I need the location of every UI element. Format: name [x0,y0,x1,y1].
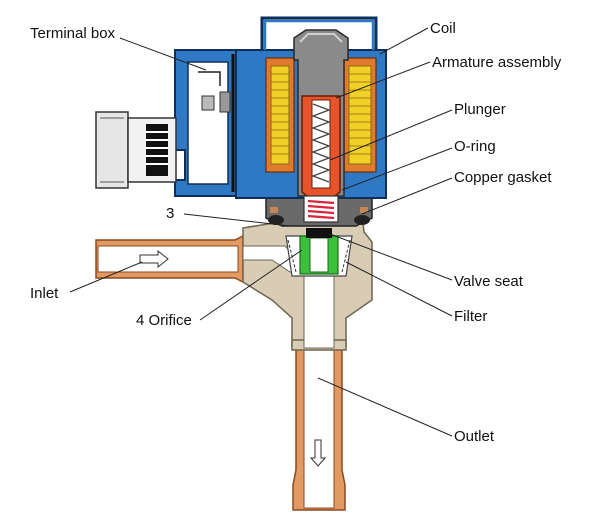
leader-filter [345,261,453,317]
label-part-3: 3 [166,205,175,222]
lower-spring [303,195,339,223]
filter-assembly [285,228,353,277]
label-orifice: 4 Orifice [136,312,192,329]
label-armature-assembly: Armature assembly [432,54,562,71]
leader-copper-gasket [361,177,453,215]
coil-winding-right [343,57,377,173]
plunger [301,95,341,201]
label-inlet: Inlet [30,285,59,302]
leader-valve-seat [329,233,453,281]
leader-outlet [317,377,453,437]
leader-part-3 [183,213,291,227]
leader-lines [69,27,453,437]
leader-inlet [69,261,143,293]
label-o-ring: O-ring [454,138,496,155]
leader-terminal-box [119,37,207,71]
label-valve-seat: Valve seat [454,273,523,290]
label-outlet: Outlet [454,428,495,445]
label-plunger: Plunger [454,101,506,118]
label-copper-gasket: Copper gasket [454,169,552,186]
inlet-pipe [95,234,244,284]
leader-orifice [199,249,303,321]
leader-coil [379,27,429,55]
label-coil: Coil [430,20,456,37]
leader-armature-assembly [335,61,431,99]
leader-plunger [329,109,453,161]
outlet-pipe [292,339,346,511]
terminal-box [174,49,237,197]
leader-o-ring [341,147,453,191]
label-filter: Filter [454,308,488,325]
connector [95,111,177,189]
label-terminal-box: Terminal box [30,25,116,42]
coil-winding-left [265,57,295,173]
